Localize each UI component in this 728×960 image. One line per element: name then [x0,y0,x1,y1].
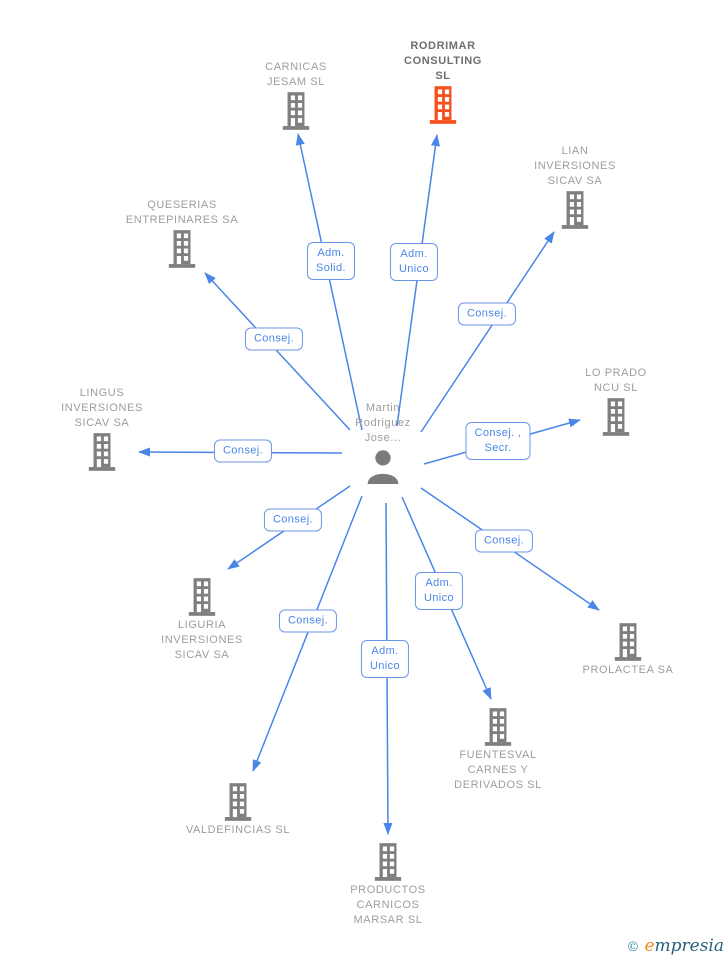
company-name: CARNICAS JESAM SL [265,61,327,88]
relation-label-consej: Consej. [263,508,323,532]
copyright-icon: © [626,940,640,955]
person-icon [365,448,401,484]
company-name: VALDEFINCIAS SL [185,824,291,836]
relation-label-consej: Consej. [474,529,534,553]
edge-valdefincias [252,495,363,772]
building-icon [222,783,254,821]
company-name: LIAN INVERSIONES SICAV SA [534,145,616,187]
company-name: LO PRADO NCU SL [585,367,647,394]
company-name: LIGURIA INVERSIONES SICAV SA [161,619,243,661]
relation-label-adm-unico: Adm. Unico [389,243,439,281]
relation-label-adm-unico: Adm. Unico [414,572,464,610]
relation-label-consej: Consej. [278,609,338,633]
building-icon [166,230,198,268]
edge-lian [420,231,555,433]
company-node-fuentesval-carnes[interactable]: FUENTESVAL CARNES Y DERIVADOS SL [423,708,573,793]
company-name: PROLACTEA SA [582,664,674,676]
relation-label-adm-solid: Adm. Solid. [307,242,355,280]
building-icon [372,843,404,881]
company-node-rodrimar-consulting[interactable]: RODRIMAR CONSULTING SL [368,39,518,124]
company-node-lingus-inversiones[interactable]: LINGUS INVERSIONES SICAV SA [27,386,177,471]
building-icon [482,708,514,746]
building-icon [86,433,118,471]
company-node-valdefincias[interactable]: VALDEFINCIAS SL [163,783,313,838]
relation-label-consej-secr: Consej. , Secr. [465,422,531,460]
brand-initial: e [644,936,655,956]
relation-label-consej: Consej. [213,439,273,463]
building-icon [600,398,632,436]
person-node-martin-rodriguez[interactable]: Martin Rodriguez Jose... [308,401,458,484]
building-icon-highlighted [427,86,459,124]
person-name: Martin Rodriguez Jose... [355,402,411,444]
company-name: RODRIMAR CONSULTING SL [404,40,482,82]
edge-carnicas [295,133,363,431]
company-node-productos-carnicos-marsar[interactable]: PRODUCTOS CARNICOS MARSAR SL [313,843,463,928]
empresia-logo: © empresia [626,936,724,956]
building-icon [612,623,644,661]
company-node-carnicas-jesam[interactable]: CARNICAS JESAM SL [221,60,371,130]
company-node-lian-inversiones[interactable]: LIAN INVERSIONES SICAV SA [500,144,650,229]
relation-label-adm-unico: Adm. Unico [360,640,410,678]
building-icon [559,191,591,229]
building-icon [280,92,312,130]
relation-label-consej: Consej. [457,302,517,326]
company-node-lo-prado-ncu[interactable]: LO PRADO NCU SL [541,366,691,436]
company-node-prolactea[interactable]: PROLACTEA SA [553,623,703,678]
company-name: QUESERIAS ENTREPINARES SA [125,199,239,226]
company-node-liguria-inversiones[interactable]: LIGURIA INVERSIONES SICAV SA [127,578,277,663]
edge-queserias [204,272,351,431]
company-name: FUENTESVAL CARNES Y DERIVADOS SL [454,749,542,791]
company-name: LINGUS INVERSIONES SICAV SA [61,387,143,429]
brand-rest: mpresia [654,936,725,956]
company-name: PRODUCTOS CARNICOS MARSAR SL [350,884,426,926]
relation-label-consej: Consej. [244,327,304,351]
company-node-queserias-entrepinares[interactable]: QUESERIAS ENTREPINARES SA [107,198,257,268]
building-icon [186,578,218,616]
